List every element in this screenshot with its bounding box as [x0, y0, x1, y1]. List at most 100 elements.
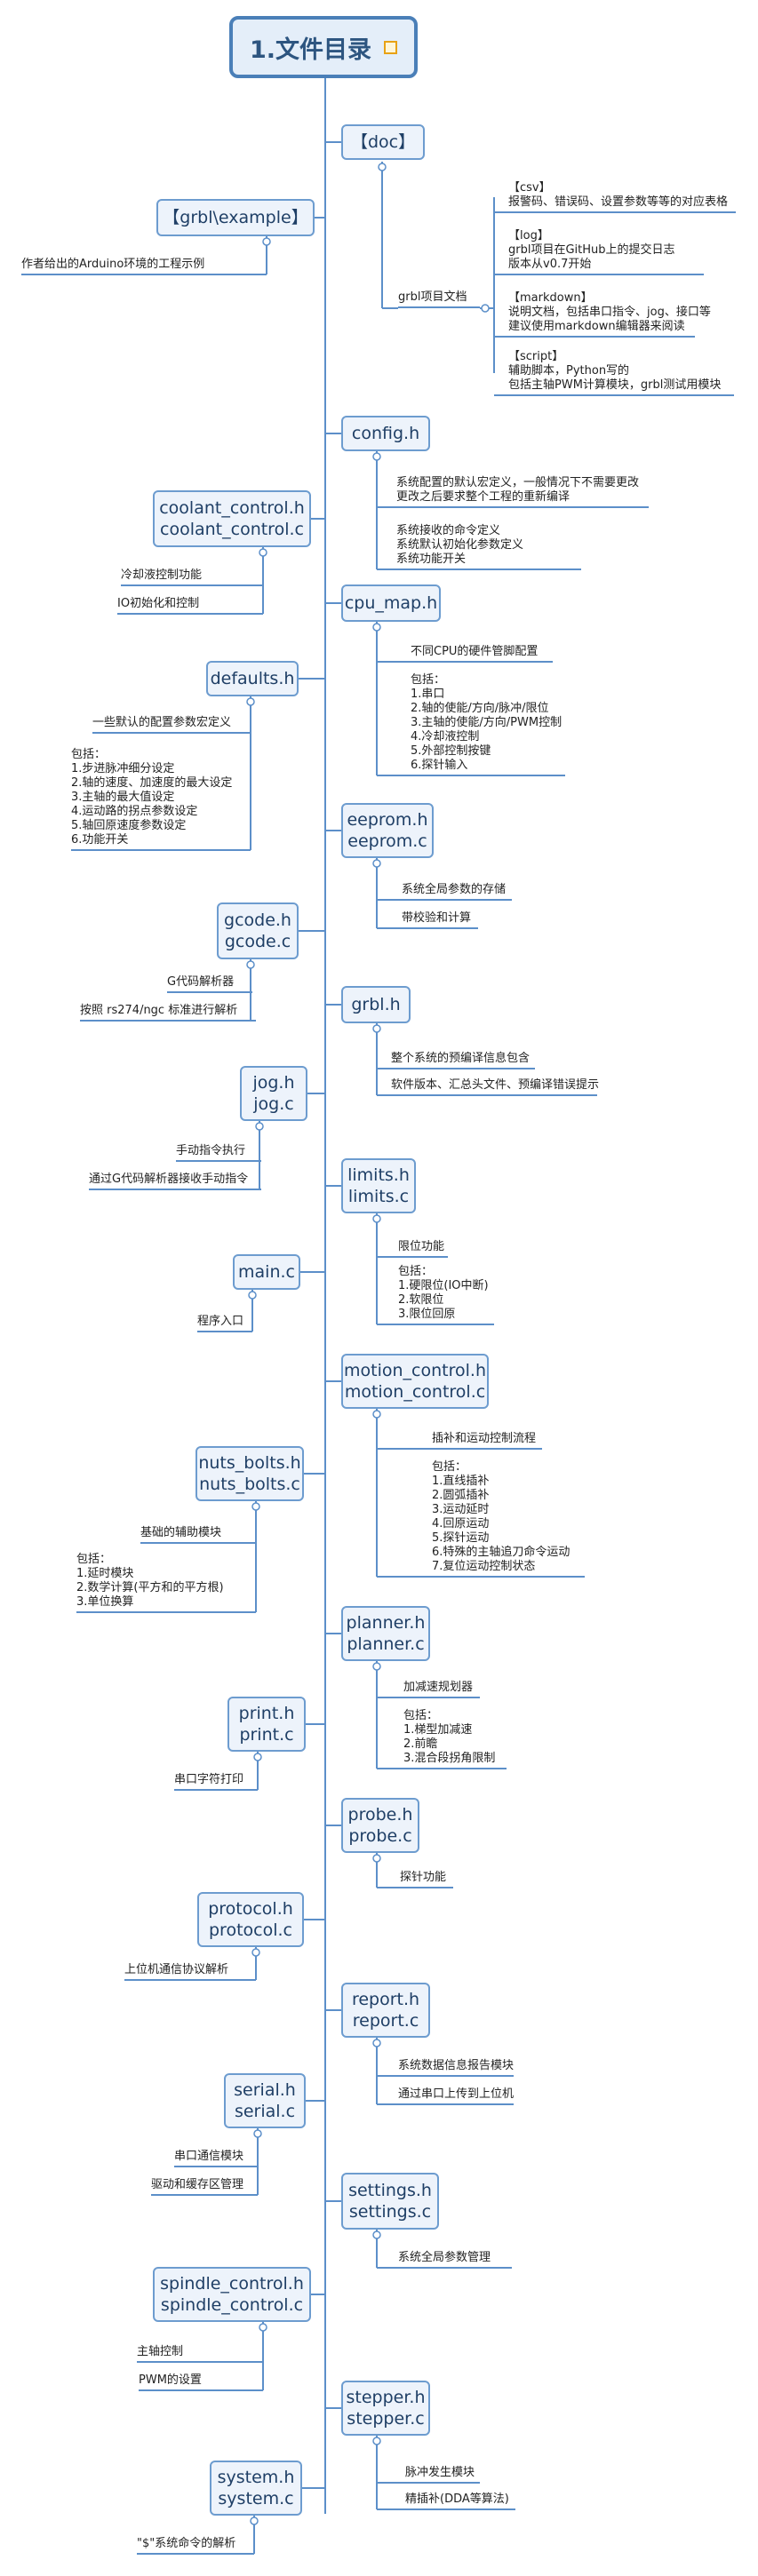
- leaf-text-line: 系统全局参数管理: [398, 2251, 491, 2264]
- node-grblh[interactable]: grbl.h: [341, 986, 411, 1023]
- node-serial-label: serial.h: [234, 2080, 296, 2100]
- leaf-motion-0: 插补和运动控制流程: [432, 1432, 542, 1450]
- branch-dot-protocol: [251, 1948, 260, 1957]
- node-protocol-label: protocol.h: [208, 1899, 293, 1919]
- node-config[interactable]: config.h: [341, 416, 430, 451]
- leaf-text-line: 系统全局参数的存储: [402, 883, 507, 896]
- leaf-text-line: 包括：: [411, 673, 446, 687]
- leaf-text-line: 6.特殊的主轴追刀命令运动: [432, 1546, 570, 1559]
- leaf-text-line: 按照 rs274/ngc 标准进行解析: [80, 1004, 238, 1017]
- node-example-label: 【grbl\example】: [163, 208, 308, 227]
- branch-dot-limits: [372, 1214, 381, 1223]
- leaf-text-line: 报警码、错误码、设置参数等等的对应表格: [508, 195, 729, 209]
- node-limits-label: limits.h: [347, 1165, 410, 1185]
- leaf-text-line: 说明文档，包括串口指令、jog、接口等: [508, 306, 711, 319]
- node-stepper-label: stepper.c: [347, 2409, 425, 2429]
- leaf-text-line: 1.梯型加减速: [403, 1723, 473, 1737]
- node-serial[interactable]: serial.h serial.c: [224, 2073, 306, 2128]
- branch-dot-planner: [372, 1662, 381, 1671]
- leaf-text-line: 系统配置的默认宏定义，一般情况下不需要更改: [396, 476, 640, 489]
- node-settings[interactable]: settings.h settings.c: [341, 2173, 439, 2230]
- leaf-text-line: 串口通信模块: [174, 2150, 244, 2163]
- node-main[interactable]: main.c: [233, 1254, 300, 1290]
- node-report-label: report.h: [351, 1990, 420, 2009]
- leaf-text-line: 主轴控制: [137, 2345, 184, 2358]
- leaf-text-line: 冷却液控制功能: [121, 568, 203, 582]
- leaf-main-0: 程序入口: [197, 1315, 252, 1332]
- node-cpumap[interactable]: cpu_map.h: [341, 584, 441, 622]
- node-settings-label: settings.c: [348, 2202, 432, 2222]
- branch-dot-jog: [255, 1122, 264, 1131]
- branch-dot-example: [262, 237, 271, 246]
- leaf-text-line: 系统接收的命令定义: [396, 524, 501, 537]
- root-node[interactable]: 1.文件目录: [229, 16, 418, 78]
- leaf-text-line: 包括：: [398, 1265, 434, 1278]
- grbl-doc-dot: [481, 304, 490, 313]
- node-planner-label: planner.h: [346, 1613, 426, 1633]
- leaf-text-line: 带校验和计算: [402, 911, 472, 925]
- node-grbl_doc[interactable]: grbl项目文档: [398, 290, 480, 308]
- leaf-text-line: IO初始化和控制: [117, 597, 200, 610]
- leaf-settings-0: 系统全局参数管理: [398, 2251, 512, 2269]
- leaf-planner-0: 加减速规划器: [403, 1681, 480, 1698]
- leaf-text-line: 3.单位换算: [76, 1595, 134, 1609]
- node-system-label: system.h: [217, 2468, 295, 2487]
- node-motion-label: motion_control.h: [344, 1361, 486, 1380]
- leaf-text-line: grbl项目在GitHub上的提交日志: [508, 243, 675, 257]
- leaf-text-line: "$"系统命令的解析: [137, 2537, 236, 2550]
- branch-dot-stepper: [372, 2437, 381, 2445]
- leaf-eeprom-0: 系统全局参数的存储: [402, 883, 512, 901]
- leaf-text-line: 包括：: [76, 1553, 112, 1566]
- node-spindle-label: spindle_control.c: [160, 2295, 304, 2315]
- leaf-text-line: 4.运动路的拐点参数设定: [71, 805, 198, 818]
- branch-dot-coolant: [259, 548, 267, 557]
- node-example[interactable]: 【grbl\example】: [156, 199, 315, 236]
- leaf-report-1: 通过串口上传到上位机: [398, 2087, 514, 2105]
- node-probe-label: probe.c: [348, 1826, 412, 1846]
- branch-dot-main: [248, 1291, 257, 1300]
- node-defaults-label: defaults.h: [210, 669, 295, 688]
- branch-dot-gcode: [246, 960, 255, 969]
- node-print-label: print.c: [239, 1725, 294, 1745]
- branch-dot-probe: [372, 1854, 381, 1863]
- leaf-gcode-1: 按照 rs274/ngc 标准进行解析: [80, 1004, 256, 1022]
- node-serial-label: serial.c: [234, 2102, 296, 2121]
- branch-dot-spindle: [259, 2323, 267, 2332]
- node-settings-label: settings.h: [348, 2181, 432, 2200]
- branch-dot-report: [372, 2039, 381, 2047]
- leaf-text-line: 软件版本、汇总头文件、预编译错误提示: [391, 1078, 600, 1092]
- leaf-example-0: 作者给出的Arduino环境的工程示例: [21, 258, 213, 275]
- leaf-stepper-0: 脉冲发生模块: [405, 2466, 480, 2484]
- node-doc[interactable]: 【doc】: [341, 124, 425, 160]
- leaf-cpumap-0: 不同CPU的硬件管脚配置: [411, 645, 553, 663]
- leaf-coolant-0: 冷却液控制功能: [121, 568, 217, 586]
- branch-dot-defaults: [246, 697, 255, 706]
- leaf-text-line: 更改之后要求整个工程的重新编译: [396, 490, 570, 504]
- node-defaults[interactable]: defaults.h: [206, 661, 299, 696]
- branch-dot-grblh: [372, 1024, 381, 1033]
- leaf-grbl_doc-0: 【csv】报警码、错误码、设置参数等等的对应表格: [508, 181, 736, 213]
- leaf-text-line: 1.直线插补: [432, 1475, 490, 1488]
- leaf-text-line: 加减速规划器: [403, 1681, 474, 1694]
- leaf-text-line: 2.数学计算(平方和的平方根): [76, 1581, 224, 1594]
